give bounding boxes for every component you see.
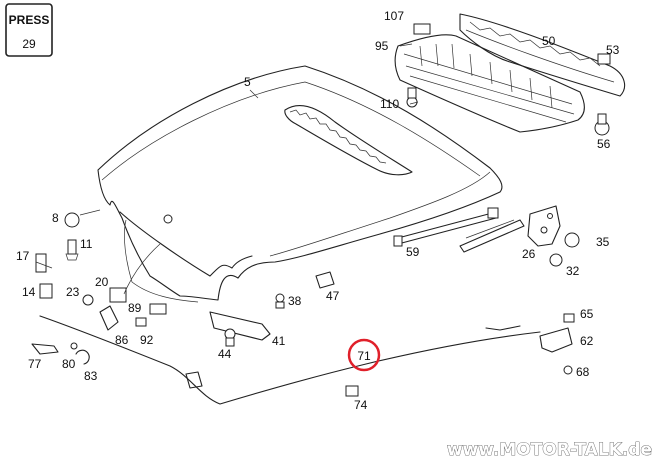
label-80: 80 (62, 357, 76, 371)
highlight-circle (347, 338, 381, 372)
part-labels: 5 8 11 17 14 20 23 89 86 92 77 80 83 44 … (16, 9, 620, 412)
hood-panel (97, 65, 503, 303)
press-box-number: 29 (22, 37, 36, 51)
press-box: PRESS 29 (5, 3, 53, 57)
label-14: 14 (22, 285, 36, 299)
label-8: 8 (52, 211, 59, 225)
label-71: 71 (357, 349, 371, 363)
label-17: 17 (16, 249, 30, 263)
label-86: 86 (115, 333, 129, 347)
label-74: 74 (354, 398, 368, 412)
press-box-title: PRESS (9, 13, 50, 27)
label-83: 83 (84, 369, 98, 383)
label-53: 53 (606, 43, 620, 57)
label-95: 95 (375, 39, 389, 53)
label-50: 50 (542, 34, 556, 48)
label-107: 107 (384, 9, 404, 23)
label-110: 110 (380, 97, 399, 111)
label-11: 11 (80, 237, 93, 251)
label-44: 44 (218, 347, 232, 361)
label-56: 56 (597, 137, 611, 151)
highlight-71: 71 (347, 338, 381, 372)
label-47: 47 (326, 289, 340, 303)
label-32: 32 (566, 264, 580, 278)
label-89: 89 (128, 301, 142, 315)
label-26: 26 (522, 247, 536, 261)
label-41: 41 (272, 334, 286, 348)
label-92: 92 (140, 333, 154, 347)
label-20: 20 (95, 275, 109, 289)
release-cable (39, 315, 541, 405)
watermark: www.MOTOR-TALK.de (447, 440, 652, 460)
label-5: 5 (244, 75, 251, 89)
leader-lines (35, 43, 419, 295)
label-65: 65 (580, 307, 594, 321)
small-parts (31, 87, 610, 397)
label-62: 62 (580, 334, 594, 348)
label-59: 59 (406, 245, 420, 259)
label-23: 23 (66, 285, 80, 299)
label-68: 68 (576, 365, 590, 379)
label-35: 35 (596, 235, 610, 249)
label-77: 77 (28, 357, 42, 371)
hinge-and-strut (393, 205, 561, 253)
grille-assembly (394, 13, 626, 133)
label-38: 38 (288, 294, 302, 308)
